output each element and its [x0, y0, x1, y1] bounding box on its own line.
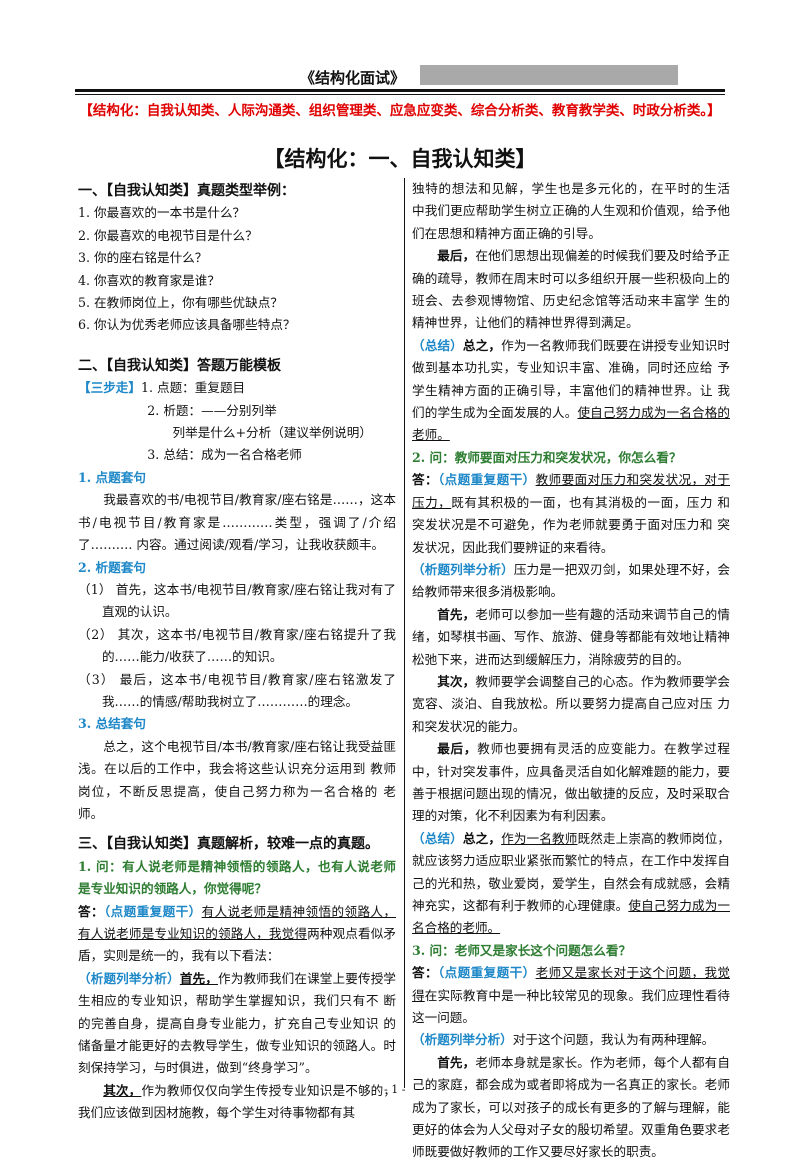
template-heading-3: 3. 总结套句 [78, 716, 146, 732]
section3-heading: 三、【自我认知类】真题解析，较难一点的真题。 [78, 836, 379, 853]
list-item: 3. 你的座右铭是什么？ [78, 250, 208, 266]
header-rule-thick [75, 89, 725, 92]
tag-analysis: （析题列举分析） [78, 970, 180, 986]
last-text: 教师也要拥有灵活的应变能力。在教学过程中，针对突发事件，应具备灵活自如化解难题的… [412, 741, 730, 824]
answer-underlined: 教师要面对压力和突发状况，对于压力， [412, 472, 731, 510]
answer-2-second: 其次，教师要学会调整自己的心态。作为教师要学会宽容、淡泊、自我放松。所以要努力提… [412, 671, 730, 738]
tag-summary: （总结） [412, 337, 463, 353]
answer-rest: 既有其积极的一面，也有其消极的一面，压力 和突发状况是不可避免，作为老师就要勇于… [412, 494, 730, 555]
answer-2-last: 最后，教师也要拥有灵活的应变能力。在教学过程中，针对突发事件，应具备灵活自如化解… [412, 738, 730, 828]
answer-3-analysis: （析题列举分析）对于这个问题，我认为有两种理解。 [412, 1029, 730, 1051]
last-marker: 最后， [437, 248, 476, 264]
tag-point: （点题重复题干） [437, 965, 536, 981]
second-text: 教师要学会调整自己的心态。作为教师要学会宽容、淡泊、自我放松。所以要努力提高自己… [412, 673, 731, 734]
summary-lead: 总之， [462, 830, 502, 846]
step-line-1: 【三步走】1. 点题：重复题目 [78, 377, 396, 399]
last-text: 在他们思想出现偏差的时候我们要及时给予正确的疏导，教师在周末时可以多组织开展一些… [412, 248, 731, 331]
answer-1-last: 最后，在他们思想出现偏差的时候我们要及时给予正确的疏导，教师在周末时可以多组织开… [412, 245, 730, 335]
tag-summary: （总结） [412, 830, 463, 846]
answer-1-summary: （总结）总之，作为一名教师我们既要在讲授专业知识时做到基本功扎实，专业知识丰富、… [412, 335, 730, 447]
continued-text: 独特的想法和见解，学生也是多元化的，在平时的生活 中我们更应帮助学生树立正确的人… [412, 181, 730, 241]
step-3: 3. 总结：成为一名合格老师 [147, 447, 302, 463]
second-marker: 其次， [103, 1082, 142, 1098]
step-2: 2. 析题：——分别列举 [147, 402, 277, 418]
answer-1-analysis: （析题列举分析）首先，作为教师我们在课堂上要传授学生相应的专业知识，帮助学生掌握… [78, 968, 396, 1080]
answer-rest: 在实际教育中是一种比较常见的现象。我们应理性看待 这一问题。 [412, 987, 731, 1026]
column-divider [404, 178, 405, 1088]
first-marker: 首先， [437, 606, 476, 622]
left-column: 一、【自我认知类】真题类型举例： 1. 你最喜欢的一本书是什么？ 2. 你最喜欢… [78, 178, 396, 1125]
answer-2-intro: 答：（点题重复题干）教师要面对压力和突发状况，对于压力，既有其积极的一面，也有其… [412, 469, 730, 559]
header-gray-bar [420, 65, 678, 85]
example-question-list: 1. 你最喜欢的一本书是什么？ 2. 你最喜欢的电视节目是什么？ 3. 你的座右… [78, 202, 396, 336]
summary-underlined: 使自己努力成为一名合格的老师。 [412, 405, 731, 443]
list-item: 5. 在教师岗位上，你有哪些优缺点？ [78, 295, 283, 311]
analysis-text: 压力是一把双刃剑，如果处理不好，会给教师带来很多消极影响。 [412, 561, 731, 600]
list-item: 2. 你最喜欢的电视节目是什么？ [78, 227, 258, 243]
tag-point: （点题重复题干） [103, 903, 202, 919]
answer-underlined: 有人说老师是精神领悟的领路人，有人说老师是专业知识的领路人，我觉得 [78, 903, 397, 941]
answer-2-analysis: （析题列举分析）压力是一把双刃剑，如果处理不好，会给教师带来很多消极影响。 [412, 559, 730, 604]
template-text-1: 我最喜欢的书/电视节目/教育家/座右铭是……，这本书/电视节目/教育家是…………… [78, 492, 396, 553]
summary-underlined: 作为一名教师 [501, 830, 578, 846]
tag-analysis: （析题列举分析） [412, 1032, 513, 1048]
first-marker: 首先， [437, 1054, 476, 1070]
second-text: 作为教师仅仅向学生传授专业知识是不够的，我们应该做到因材施教，每个学生对待事物都… [78, 1082, 397, 1121]
answer-label: 答： [412, 965, 438, 981]
template-item: （3） 最后，这本书/电视节目/教育家/座右铭激发了我……的情感/帮助我树立了…… [78, 671, 396, 709]
category-list: 【结构化：自我认知类、人际沟通类、组织管理类、应急应变类、综合分析类、教育教学类… [79, 103, 721, 119]
tag-analysis: （析题列举分析） [412, 561, 514, 577]
steps-tag: 【三步走】 [78, 380, 141, 396]
template-text-3: 总之，这个电视节目/本书/教育家/座右铭让我受益匪浅。在以后的工作中，我会将这些… [78, 738, 396, 821]
answer-1-intro: 答：（点题重复题干）有人说老师是精神领悟的领路人，有人说老师是专业知识的领路人，… [78, 901, 396, 968]
analysis-text: 对于这个问题，我认为有两种理解。 [512, 1032, 715, 1048]
tag-point: （点题重复题干） [437, 472, 536, 488]
answer-3-first: 首先，老师本身就是家长。作为老师，每个人都有自己的家庭，都会成为或者即将成为一名… [412, 1052, 730, 1164]
step-1: 1. 点题：重复题目 [140, 380, 246, 396]
last-marker: 最后， [437, 741, 478, 757]
header-rule-thin [75, 94, 725, 95]
template-item: （1） 首先，这本书/电视节目/教育家/座右铭让我对有了直观的认识。 [78, 581, 396, 620]
step-2b: 列举是什么+分析（建议举例说明） [172, 425, 372, 441]
first-text: 老师本身就是家长。作为老师，每个人都有自己的家庭，都会成为或者即将成为一名真正的… [412, 1054, 731, 1160]
summary-text: 既然走上崇高的教师岗位，就应该努力适应职业紧张而繁忙的特点，在工作中发挥自己的光… [412, 830, 731, 913]
summary-text: 作为一名教师我们既要在讲授专业知识时做到基本功扎实，专业知识丰富、准确，同时还应… [412, 337, 731, 421]
summary-lead: 总之， [462, 337, 502, 353]
template-heading-1: 1. 点题套句 [78, 469, 146, 485]
document-header-title: 《结构化面试》 [300, 69, 406, 87]
answer-1-second: 其次，作为教师仅仅向学生传授专业知识是不够的，我们应该做到因材施教，每个学生对待… [78, 1080, 396, 1125]
summary-underlined-2: 使自己努力成为一名合格的老师。 [412, 898, 731, 936]
question-2: 2. 问：教师要面对压力和突发状况，你怎么看？ [412, 449, 682, 465]
second-marker: 其次， [437, 673, 476, 689]
analysis-text: 作为教师我们在课堂上要传授学生相应的专业知识，帮助学生掌握知识，我们只有不 断的… [78, 970, 397, 1076]
list-item: 6. 你认为优秀老师应该具备哪些特点？ [78, 317, 296, 333]
template-item: （2） 其次，这本书/电视节目/教育家/座右铭提升了我的……能力/收获了……的知… [78, 626, 396, 665]
answer-label: 答： [78, 903, 104, 919]
question-3: 3. 问：老师又是家长这个问题怎么看？ [412, 942, 632, 958]
answer-rest: 两种观点看似矛盾，实则是统一的，我有以下看法： [78, 926, 397, 964]
answer-2-summary: （总结）总之，作为一名教师既然走上崇高的教师岗位，就应该努力适应职业紧张而繁忙的… [412, 828, 730, 940]
first-text: 老师可以参加一些有趣的活动来调节自己的情绪，如琴棋书画、写作、旅游、健身等都能有… [412, 606, 731, 667]
right-column: 独特的想法和见解，学生也是多元化的，在平时的生活 中我们更应帮助学生树立正确的人… [412, 178, 730, 1164]
answer-3-intro: 答：（点题重复题干）老师又是家长对于这个问题，我觉得在实际教育中是一种比较常见的… [412, 962, 730, 1029]
section2-heading: 二、【自我认知类】答题万能模板 [78, 357, 281, 374]
question-1: 1. 问：有人说老师是精神领悟的领路人，也有人说老师 是专业知识的领路人，你觉得… [78, 858, 396, 897]
answer-label: 答： [412, 472, 438, 488]
first-marker: 首先， [179, 970, 218, 986]
main-title: 【结构化：一、自我认知类】 [263, 147, 537, 171]
template-heading-2: 2. 析题套句 [78, 559, 146, 575]
list-item: 4. 你喜欢的教育家是谁？ [78, 272, 220, 288]
answer-2-first: 首先，老师可以参加一些有趣的活动来调节自己的情绪，如琴棋书画、写作、旅游、健身等… [412, 604, 730, 671]
section1-heading: 一、【自我认知类】真题类型举例： [78, 183, 295, 199]
page-number: - 1 - [384, 1083, 406, 1096]
list-item: 1. 你最喜欢的一本书是什么？ [78, 205, 246, 221]
answer-underlined: 老师又是家长对于这个问题，我觉得 [412, 965, 731, 1003]
